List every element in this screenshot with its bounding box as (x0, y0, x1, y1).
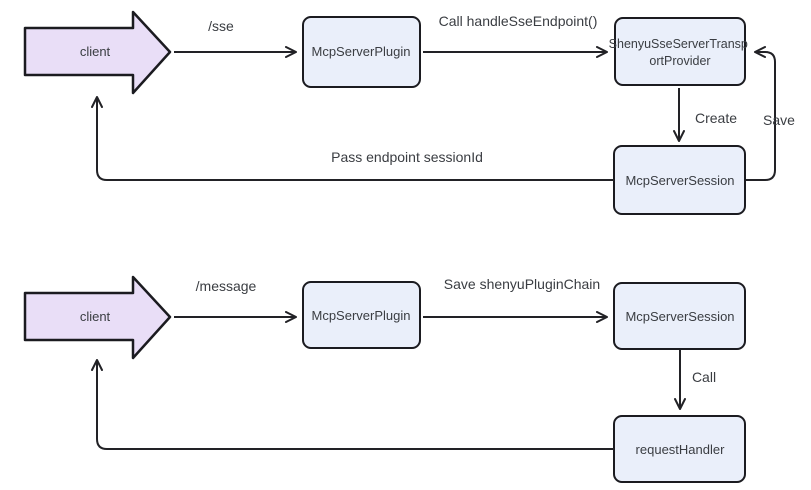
message-return-arrow (91, 359, 614, 450)
sse-mcp-server-plugin-node (302, 16, 421, 88)
sse-save-label: Save (763, 112, 795, 128)
sse-client-label: client (80, 44, 111, 59)
sse-return-label: Pass endpoint sessionId (331, 149, 483, 165)
sse-client-node (23, 10, 172, 95)
message-save-chain-label: Save shenyuPluginChain (444, 276, 600, 292)
message-request-label: /message (196, 278, 257, 294)
sse-transport-provider-node (614, 17, 746, 86)
sse-return-arrow (91, 96, 614, 181)
message-mcp-server-plugin-label: McpServerPlugin (312, 308, 411, 323)
message-client-node (23, 275, 172, 360)
message-mcp-server-plugin-node (302, 281, 421, 349)
sse-mcp-server-session-label: McpServerSession (625, 173, 734, 188)
message-flow: client /message McpServerPlugin Save she… (23, 275, 746, 483)
sse-transport-provider-label: ShenyuSseServerTransp ortProvider (609, 37, 752, 68)
sse-flow: client /sse McpServerPlugin Call handleS… (23, 10, 795, 215)
message-mcp-server-session-node (613, 282, 746, 350)
message-client-label: client (80, 309, 111, 324)
sse-save-arrow (746, 46, 776, 181)
sse-request-label: /sse (208, 18, 234, 34)
message-request-handler-label: requestHandler (636, 442, 726, 457)
sse-call-handle-label: Call handleSseEndpoint() (439, 13, 598, 29)
sse-create-label: Create (695, 110, 737, 126)
sse-mcp-server-plugin-label: McpServerPlugin (312, 44, 411, 59)
message-mcp-server-session-label: McpServerSession (625, 309, 734, 324)
message-call-label: Call (692, 369, 716, 385)
